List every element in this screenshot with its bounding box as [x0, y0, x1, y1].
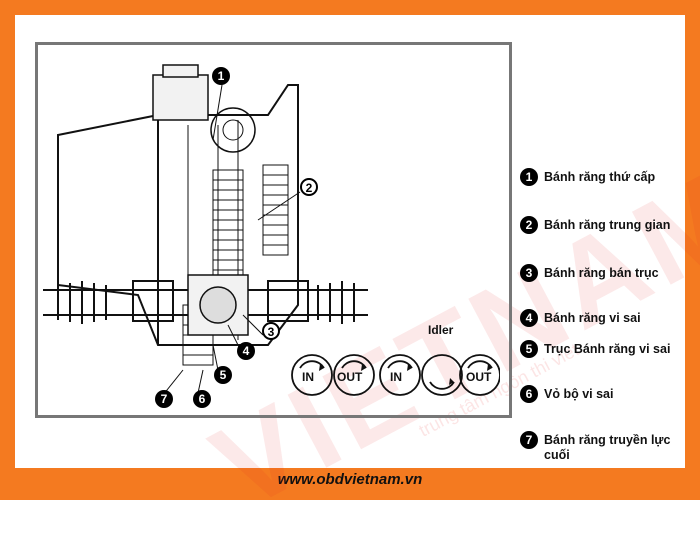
- callout-2: 2: [300, 178, 318, 196]
- flow-in-gear-1: [291, 354, 333, 396]
- diagram-frame: [35, 42, 512, 418]
- legend-number-3: 3: [520, 264, 538, 282]
- legend-number-7: 7: [520, 431, 538, 449]
- legend-number-5: 5: [520, 340, 538, 358]
- legend-label-4: Bánh răng vi sai: [544, 311, 641, 325]
- callout-6: 6: [193, 390, 211, 408]
- axle-shafts: [43, 280, 368, 324]
- legend-number-6: 6: [520, 385, 538, 403]
- transaxle-drawing: [43, 64, 368, 396]
- callout-3: 3: [262, 322, 280, 340]
- top-component: [152, 64, 209, 121]
- flow-idler-label: Idler: [428, 323, 454, 337]
- callout-5: 5: [214, 366, 232, 384]
- flow-out-label-1: OUT: [337, 370, 363, 384]
- legend-label-6: Vỏ bộ vi sai: [544, 387, 614, 401]
- legend-label-7: Bánh răng truyền lực cuối: [544, 433, 671, 462]
- legend-number-2: 2: [520, 216, 538, 234]
- flow-in-label-2: IN: [390, 370, 402, 384]
- legend-label-1: Bánh răng thứ cấp: [544, 170, 656, 184]
- flow-out-label-2: OUT: [466, 370, 492, 384]
- flow-out-gear-1: [333, 354, 375, 396]
- callout-1: 1: [212, 67, 230, 85]
- footer-bar: [0, 468, 700, 500]
- callout-7: 7: [155, 390, 173, 408]
- flow-idler-gear: [421, 354, 463, 396]
- flow-in-label-1: IN: [302, 370, 314, 384]
- legend-label-5: Trục Bánh răng vi sai: [544, 342, 671, 356]
- legend-label-3: Bánh răng bán trục: [544, 266, 659, 280]
- orange-frame: [0, 0, 700, 500]
- legend-label-2: Bánh răng trung gian: [544, 218, 671, 232]
- footer-url[interactable]: www.obdvietnam.vn: [277, 471, 423, 488]
- legend-number-4: 4: [520, 309, 538, 327]
- flow-out-gear-2: [459, 354, 500, 396]
- gear-flow-diagram: [291, 354, 500, 396]
- callout-4: 4: [237, 342, 255, 360]
- legend-number-1: 1: [520, 168, 538, 186]
- flow-in-gear-2: [379, 354, 421, 396]
- differential: [187, 274, 249, 336]
